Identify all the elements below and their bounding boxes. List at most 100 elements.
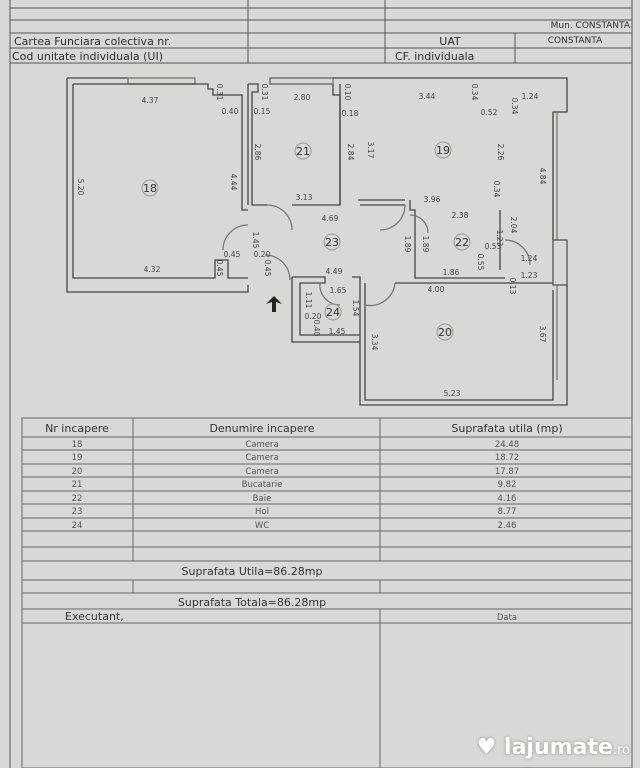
dimension: 0.45 (263, 260, 272, 277)
room-name-cell: Bucatarie (242, 480, 283, 490)
suprafata-utila-total: Suprafata Utila=86.28mp (182, 565, 323, 578)
room-number-cell: 18 (72, 440, 83, 450)
dimension: 1.89 (403, 236, 412, 253)
dimension: 5.23 (444, 389, 461, 398)
mun-label: Mun. CONSTANTA (551, 21, 631, 31)
dimension: 4.32 (144, 265, 161, 274)
room-labels: 18 19 20 21 22 23 24 (141, 141, 471, 341)
room-name-cell: Baie (253, 494, 272, 504)
dimension: 3.44 (419, 92, 436, 101)
watermark-brand: lajumate (504, 735, 613, 760)
dimension: 1.54 (351, 300, 360, 317)
room-area-cell: 2.46 (498, 521, 517, 531)
dimension: 0.18 (342, 109, 359, 118)
dimension: 0.13 (508, 278, 517, 295)
floor-plan (66, 77, 568, 406)
dimension: 0.20 (254, 250, 271, 259)
dimension: 1.86 (443, 268, 460, 277)
dimension: 1.24 (521, 254, 538, 263)
room-name-cell: Camera (245, 467, 278, 477)
dimension: 2.38 (452, 211, 469, 220)
room-number-cell: 22 (72, 494, 83, 504)
room-area-cell: 9.82 (498, 480, 517, 490)
dimension: 3.34 (370, 334, 379, 351)
room-number-cell: 21 (72, 480, 83, 490)
entrance-arrow-icon (266, 296, 282, 312)
dimension: 0.31 (215, 84, 224, 101)
dimension: 0.20 (305, 312, 322, 321)
dimension: 0.34 (470, 84, 479, 101)
watermark-tld: .ro (612, 743, 630, 758)
dimension-labels: 4.37 0.31 0.40 0.15 0.31 2.80 0.10 0.18 … (76, 84, 547, 398)
dimension: 1.23 (495, 230, 504, 247)
uat-label: UAT (439, 35, 461, 48)
room-number: 19 (436, 144, 450, 157)
room-area-cell: 18.72 (495, 453, 519, 463)
dimension: 0.31 (260, 84, 269, 101)
dimension: 2.04 (509, 217, 518, 234)
column-header: Suprafata utila (mp) (451, 422, 562, 435)
room-number: 22 (455, 236, 469, 249)
area-table (21, 417, 633, 768)
watermark-logo: ♥ lajumate.ro (476, 735, 630, 760)
column-header: Denumire incapere (209, 422, 314, 435)
uat-value: CONSTANTA (548, 36, 603, 46)
dimension: 1.65 (330, 286, 347, 295)
suprafata-totala: Suprafata Totala=86.28mp (178, 596, 326, 609)
dimension: 5.20 (76, 179, 85, 196)
dimension: 1.11 (304, 292, 313, 309)
dimension: 0.40 (222, 107, 239, 116)
dimension: 1.45 (251, 232, 260, 249)
room-number-cell: 23 (72, 507, 83, 517)
dimension: 1.23 (521, 271, 538, 280)
dimension: 0.55 (476, 254, 485, 271)
dimension: 4.69 (322, 214, 339, 223)
dimension: 2.80 (294, 93, 311, 102)
dimension: 0.10 (343, 84, 352, 101)
dimension: 1.89 (421, 236, 430, 253)
room-name-cell: Hol (255, 507, 269, 517)
room-number: 24 (326, 306, 340, 319)
dimension: 2.26 (496, 144, 505, 161)
room-number-cell: 20 (72, 467, 83, 477)
room-area-cell: 17.87 (495, 467, 519, 477)
room-area-cell: 24.48 (495, 440, 519, 450)
dimension: 2.84 (346, 144, 355, 161)
dimension: 0.53 (485, 242, 502, 251)
dimension: 0.45 (215, 260, 224, 277)
room-number: 18 (143, 182, 157, 195)
dimension: 0.34 (492, 181, 501, 198)
dimension: 3.96 (424, 195, 441, 204)
dimension: 3.17 (366, 142, 375, 159)
column-header: Nr incapere (45, 422, 109, 435)
room-area-cell: 4.16 (498, 494, 517, 504)
room-number: 21 (296, 145, 310, 158)
dimension: 0.52 (481, 108, 498, 117)
cod-ui-label: Cod unitate individuala (UI) (12, 50, 163, 63)
dimension: 4.84 (538, 168, 547, 185)
room-number-cell: 24 (72, 521, 83, 531)
dimension: 4.44 (229, 174, 238, 191)
dimension: 0.40 (312, 320, 321, 337)
executant-label: Executant, (65, 610, 124, 623)
carte-funciara-label: Cartea Funciara colectiva nr. (14, 35, 171, 48)
dimension: 3.13 (296, 193, 313, 202)
dimension: 0.15 (254, 107, 271, 116)
room-name-cell: WC (255, 521, 269, 531)
room-name-cell: Camera (245, 453, 278, 463)
room-number: 23 (325, 236, 339, 249)
dimension: 4.49 (326, 267, 343, 276)
dimension: 4.37 (142, 96, 159, 105)
room-number: 20 (438, 326, 452, 339)
dimension: 0.34 (510, 98, 519, 115)
dimension: 4.00 (428, 285, 445, 294)
dimension: 3.67 (538, 326, 547, 343)
room-area-cell: 8.77 (498, 507, 517, 517)
dimension: 1.24 (522, 92, 539, 101)
dimension: 1.45 (329, 327, 346, 336)
data-label: Data (497, 613, 517, 623)
room-name-cell: Camera (245, 440, 278, 450)
dimension: 2.86 (253, 144, 262, 161)
